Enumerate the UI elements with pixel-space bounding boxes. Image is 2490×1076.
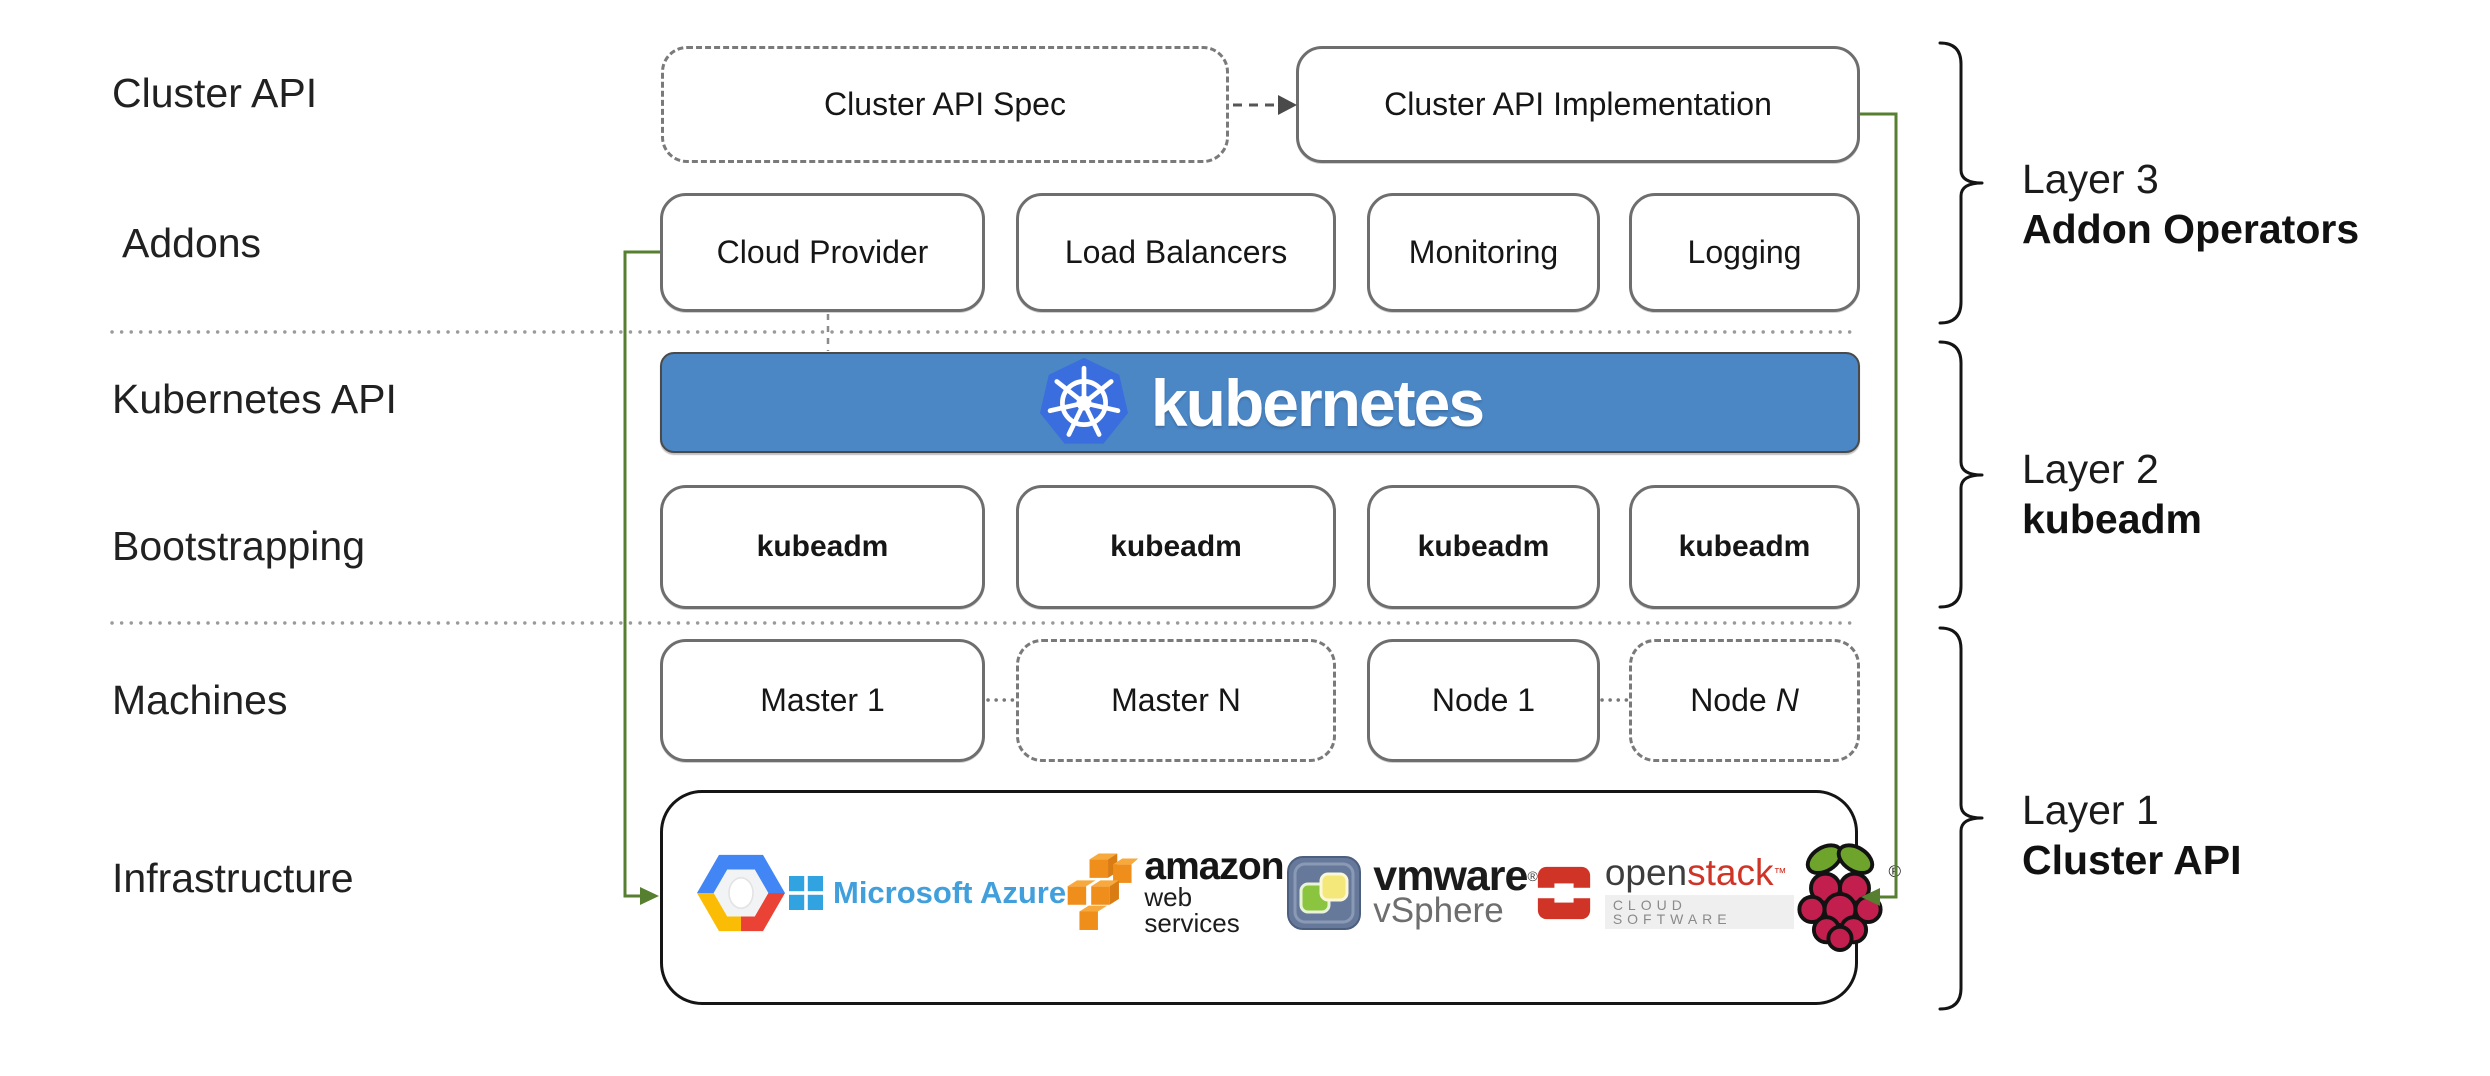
vmware-text-block: vmware® vSphere bbox=[1373, 851, 1538, 930]
cluster-api-implementation-box: Cluster API Implementation bbox=[1296, 46, 1860, 163]
kubernetes-logo-icon bbox=[1039, 357, 1128, 444]
aws-webservices-label: web services bbox=[1144, 881, 1240, 938]
layer-1-subtitle: Cluster API bbox=[2022, 837, 2242, 883]
kubernetes-banner: kubernetes bbox=[660, 352, 1860, 453]
layer-3-label-block: Layer 3 Addon Operators bbox=[2022, 154, 2482, 254]
layer-2-brace bbox=[1938, 340, 1984, 609]
spec-to-implementation-arrowhead bbox=[1278, 95, 1297, 115]
green-line-implementation-to-infrastructure bbox=[1860, 112, 1898, 899]
raspberry-pi-icon bbox=[1797, 842, 1884, 952]
microsoft-azure-icon bbox=[789, 875, 823, 910]
node-1-label: Node 1 bbox=[1431, 682, 1536, 718]
cluster-api-spec-label: Cluster API Spec bbox=[824, 86, 1066, 122]
layer-3-subtitle: Addon Operators bbox=[2022, 206, 2360, 252]
kubeadm-label-4: kubeadm bbox=[1678, 530, 1811, 563]
row-label-addons: Addons bbox=[122, 220, 262, 266]
raspberry-pi-reg-mark: ® bbox=[1888, 861, 1901, 881]
infrastructure-box: Microsoft Azure amazon web services bbox=[660, 790, 1901, 1005]
load-balancers-label: Load Balancers bbox=[1064, 234, 1288, 270]
addon-box-load-balancers: Load Balancers bbox=[1016, 193, 1336, 312]
openstack-logo: openstack™ CLOUD SOFTWARE bbox=[1536, 852, 1795, 929]
aws-boxes-icon bbox=[1067, 852, 1139, 930]
row-label-kubernetes-api: Kubernetes API bbox=[112, 376, 397, 422]
cloud-provider-label: Cloud Provider bbox=[716, 234, 929, 270]
addon-box-logging: Logging bbox=[1629, 193, 1860, 312]
layer-3-title: Layer 3 bbox=[2022, 156, 2159, 202]
machine-box-node-n: Node N bbox=[1629, 639, 1860, 762]
vmware-icon bbox=[1287, 855, 1362, 930]
layer-2-subtitle: kubeadm bbox=[2022, 496, 2202, 542]
aws-amazon-label: amazon bbox=[1144, 844, 1284, 888]
layer-1-label-block: Layer 1 Cluster API bbox=[2022, 785, 2482, 885]
kubernetes-banner-label: kubernetes bbox=[1150, 365, 1485, 440]
kubeadm-label-2: kubeadm bbox=[1110, 530, 1242, 563]
green-line-cloud-provider-to-infrastructure bbox=[623, 250, 660, 898]
kubeadm-box-2: kubeadm bbox=[1016, 485, 1336, 609]
kubeadm-label-3: kubeadm bbox=[1417, 530, 1550, 563]
logging-label: Logging bbox=[1687, 234, 1802, 270]
row-label-cluster-api: Cluster API bbox=[112, 70, 318, 116]
layer-1-brace bbox=[1938, 626, 1984, 1011]
openstack-text-block: openstack™ CLOUD SOFTWARE bbox=[1604, 852, 1795, 929]
vmware-label: vmware® bbox=[1373, 851, 1538, 900]
node-n-label-prefix: Node bbox=[1690, 682, 1767, 718]
openstack-icon bbox=[1536, 866, 1591, 919]
layer-2-title: Layer 2 bbox=[2022, 446, 2159, 492]
google-cloud-icon bbox=[697, 854, 785, 931]
microsoft-azure-label: Microsoft Azure bbox=[833, 874, 1067, 910]
node-n-label-suffix: N bbox=[1775, 682, 1799, 718]
vsphere-label: vSphere bbox=[1373, 890, 1504, 930]
machine-box-master-n: Master N bbox=[1016, 639, 1336, 762]
machine-box-node-1: Node 1 bbox=[1367, 639, 1600, 762]
row-label-infrastructure: Infrastructure bbox=[112, 855, 354, 901]
addon-box-monitoring: Monitoring bbox=[1367, 193, 1600, 312]
aws-text-block: amazon web services bbox=[1144, 844, 1287, 938]
cluster-api-spec-box: Cluster API Spec bbox=[661, 46, 1229, 163]
google-cloud-logo bbox=[693, 845, 789, 941]
kubeadm-box-4: kubeadm bbox=[1629, 485, 1860, 609]
addon-box-cloud-provider: Cloud Provider bbox=[660, 193, 985, 312]
openstack-tagline: CLOUD SOFTWARE bbox=[1604, 895, 1795, 929]
row-label-machines: Machines bbox=[112, 677, 288, 723]
microsoft-azure-logo: Microsoft Azure bbox=[789, 875, 1066, 911]
master-1-label: Master 1 bbox=[760, 682, 885, 718]
vmware-vsphere-logo: vmware® vSphere bbox=[1287, 851, 1538, 930]
layer-1-title: Layer 1 bbox=[2022, 787, 2159, 833]
raspberry-pi-logo: ® bbox=[1794, 834, 1901, 952]
master-n-label: Master N bbox=[1111, 682, 1241, 718]
kubeadm-box-1: kubeadm bbox=[660, 485, 985, 609]
kubeadm-box-3: kubeadm bbox=[1367, 485, 1600, 609]
layer-2-label-block: Layer 2 kubeadm bbox=[2022, 444, 2482, 544]
kubeadm-label-1: kubeadm bbox=[756, 530, 889, 563]
monitoring-label: Monitoring bbox=[1408, 234, 1559, 270]
layer-3-brace bbox=[1938, 41, 1984, 325]
aws-logo: amazon web services bbox=[1066, 844, 1287, 938]
machine-box-master-1: Master 1 bbox=[660, 639, 985, 762]
openstack-tm-mark: ™ bbox=[1773, 865, 1787, 880]
green-arrowhead-left bbox=[640, 887, 659, 905]
cluster-api-implementation-label: Cluster API Implementation bbox=[1384, 86, 1772, 122]
openstack-label: openstack™ bbox=[1604, 852, 1787, 893]
row-label-bootstrapping: Bootstrapping bbox=[112, 523, 366, 569]
vmware-reg-mark: ® bbox=[1527, 867, 1537, 884]
